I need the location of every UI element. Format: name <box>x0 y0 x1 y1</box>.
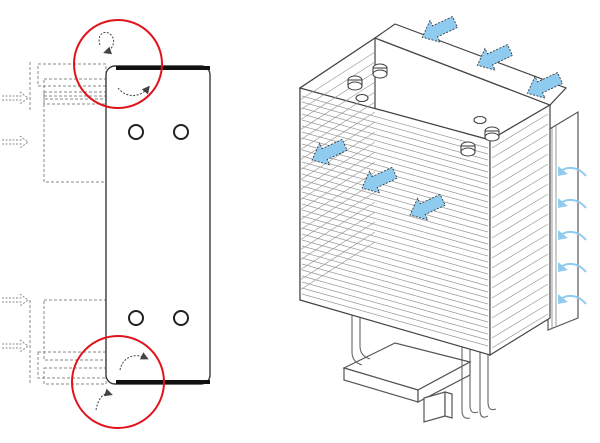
curl-arrow-blue <box>558 294 587 305</box>
side-curl-arrows <box>558 166 587 305</box>
inflow-arrow <box>2 293 29 307</box>
front-airflow-arrows <box>311 138 446 221</box>
inflow-arrow <box>2 91 29 105</box>
curl-arrow-blue <box>558 166 587 177</box>
curl-arrow <box>117 85 150 96</box>
airflow-arrow <box>526 72 564 99</box>
inflow-arrow <box>2 135 29 149</box>
hole <box>128 310 144 326</box>
heatpipe-cap <box>372 63 388 79</box>
curl-arrow-blue <box>558 262 587 273</box>
side-fan <box>547 110 579 331</box>
base-mount <box>342 342 472 423</box>
heatpipe-cap <box>484 126 500 142</box>
curl-arrow <box>95 388 113 411</box>
top-airflow-arrows <box>421 16 564 99</box>
front-fin-lines <box>301 95 489 347</box>
heatpipe-cap <box>473 115 487 125</box>
right-panel <box>298 16 587 423</box>
hole <box>173 310 189 326</box>
hole <box>173 124 189 140</box>
heatpipe-caps <box>347 63 500 157</box>
mounting-holes <box>128 124 189 326</box>
left-fin-lines <box>300 51 375 291</box>
curl-arrow-blue <box>558 230 587 241</box>
heatsink-right-face <box>489 103 551 357</box>
airflow-arrow <box>311 138 348 166</box>
curl-arrow <box>98 31 115 55</box>
heatpipe-cap <box>355 93 369 103</box>
side-inflow-arrows <box>2 91 29 353</box>
airflow-arrow <box>409 193 446 221</box>
left-panel <box>2 19 211 429</box>
hole <box>128 124 144 140</box>
highlight-circle-bottom <box>71 335 165 429</box>
highlight-circle-top <box>73 19 163 109</box>
heatpipe-cap <box>347 75 363 91</box>
side-fin-lines <box>491 113 549 349</box>
inflow-arrow <box>2 339 29 353</box>
top-plate <box>373 23 568 106</box>
heatpipes <box>351 298 497 419</box>
heatpipe-cap <box>460 141 476 157</box>
dashed-outlines <box>29 62 107 385</box>
curl-arrows <box>95 31 150 411</box>
curl-arrow-blue <box>558 198 587 209</box>
airflow-arrow <box>361 166 398 194</box>
